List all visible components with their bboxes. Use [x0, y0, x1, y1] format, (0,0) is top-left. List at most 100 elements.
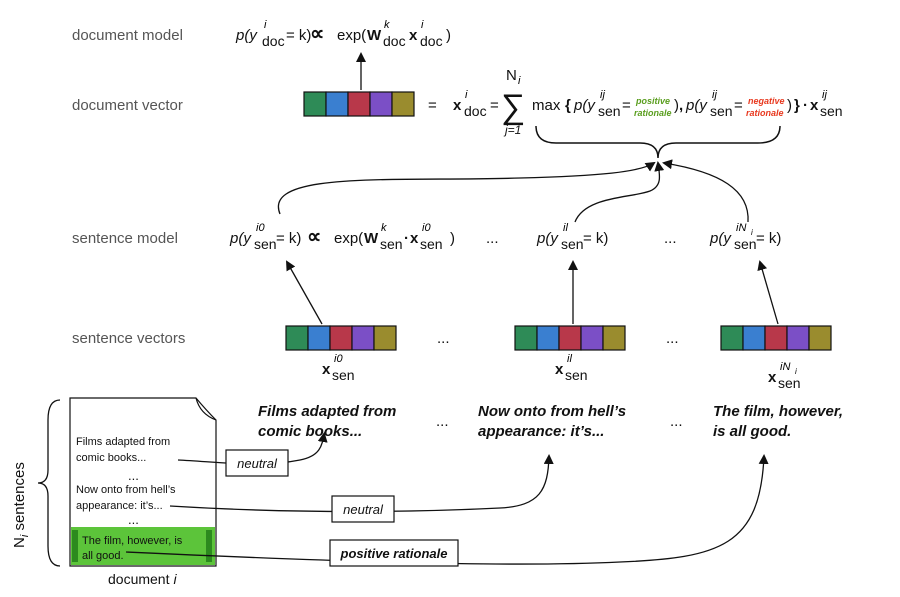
svg-text:sen: sen [565, 367, 588, 383]
sentence-vector-l-cell-2 [558, 325, 582, 351]
negative-label: negative [748, 96, 785, 106]
document-vector-cell-1 [325, 91, 349, 117]
sentence-vector-N-cell-4 [808, 325, 832, 351]
document-text-c: The film, however, is all good. [82, 535, 185, 562]
negative-rationale-label: rationale [746, 108, 784, 118]
svg-text:doc: doc [383, 33, 406, 49]
sentence-vector-l-cell-1 [536, 325, 560, 351]
svg-text:p(y: p(y [235, 27, 258, 44]
label-document-vector: document vector [72, 97, 183, 114]
svg-text:sen: sen [380, 236, 403, 252]
svg-text:W: W [364, 230, 379, 247]
sentence-vector-N-cell-0 [720, 325, 744, 351]
svg-text:sen: sen [420, 236, 443, 252]
svg-text:,: , [679, 97, 683, 114]
svg-text:k: k [384, 19, 390, 31]
tag-neutral-2: neutral [331, 495, 395, 523]
svg-text:iN: iN [780, 361, 790, 373]
svg-text:sen: sen [820, 103, 843, 119]
svg-text:positive rationale: positive rationale [340, 546, 448, 561]
svg-text:sen: sen [598, 103, 621, 119]
svg-text:i: i [795, 367, 797, 376]
label-sentence-vectors: sentence vectors [72, 330, 185, 347]
svg-text:{: { [565, 97, 571, 114]
svg-text:i: i [421, 19, 424, 31]
ellipsis-model-2: ... [664, 230, 677, 247]
svg-text:i0: i0 [256, 222, 265, 234]
sentence-vector-0-cell-2 [329, 325, 353, 351]
sentence-text-2: Now onto from hell’s appearance: it’s... [478, 403, 630, 440]
svg-text:neutral: neutral [237, 456, 278, 471]
svg-text:ij: ij [712, 89, 717, 101]
svg-text:i: i [465, 89, 468, 101]
document-page: Films adapted from comic books... ... No… [69, 397, 217, 567]
vector-label-N: x iN i sen [768, 361, 801, 391]
svg-text:): ) [446, 27, 451, 44]
sentence-vector-0-cell-0 [285, 325, 309, 351]
svg-text:sen: sen [254, 236, 277, 252]
svg-text:x: x [453, 97, 462, 114]
svg-text:): ) [450, 230, 455, 247]
sentence-text-3: The film, however, is all good. [713, 403, 847, 440]
svg-text:doc: doc [420, 33, 443, 49]
document-vector-cell-3 [369, 91, 393, 117]
svg-text:neutral: neutral [343, 502, 384, 517]
svg-text:x: x [409, 27, 418, 44]
side-label-n-sentences: Ni sentences [11, 462, 31, 548]
svg-text:∝: ∝ [307, 226, 321, 248]
svg-text:p(y: p(y [709, 230, 732, 247]
svg-text:x: x [410, 230, 419, 247]
svg-text:p(y: p(y [573, 97, 596, 114]
tag-positive-rationale: positive rationale [329, 539, 459, 567]
sentence-vector-N-cell-3 [786, 325, 810, 351]
svg-text:k: k [381, 222, 387, 234]
positive-label: positive [635, 96, 670, 106]
svg-text:=: = [490, 97, 499, 114]
document-text-b: Now onto from hell’s appearance: it’s... [76, 484, 179, 512]
sentence-model-formula-0: p(y i0 sen = k) ∝ exp( W k sen · x i0 se… [229, 222, 455, 252]
label-document-model: document model [72, 27, 183, 44]
svg-text:doc: doc [262, 33, 285, 49]
sentence-text-1: Films adapted from comic books... [258, 403, 401, 440]
connector-neutral-2 [169, 454, 554, 513]
svg-text:x: x [768, 369, 777, 386]
svg-text:= k): = k) [756, 230, 781, 247]
ellipsis-vector-1: ... [437, 330, 450, 347]
svg-text:il: il [567, 353, 572, 365]
svg-text:i0: i0 [334, 353, 343, 365]
sentences-brace [37, 399, 61, 567]
document-vector-cell-0 [303, 91, 327, 117]
sentence-model-formula-N: p(y iN i sen = k) [709, 222, 781, 252]
svg-text:·: · [404, 230, 409, 247]
connector-neutral-1 [177, 432, 328, 465]
svg-text:iN: iN [736, 222, 746, 234]
doc-ellipsis-1: ... [128, 468, 139, 483]
svg-text:}: } [794, 97, 800, 114]
svg-text:max: max [532, 97, 561, 114]
svg-text:sen: sen [734, 236, 757, 252]
vector-label-0: x i0 sen [322, 353, 355, 383]
document-vector-cell-2 [347, 91, 371, 117]
arrow-vecN-to-modelN [757, 260, 779, 325]
sentence-vector-l-cell-4 [602, 325, 626, 351]
tag-neutral-1: neutral [225, 449, 289, 477]
sentence-vector-0-cell-4 [373, 325, 397, 351]
sum-brace [535, 125, 781, 159]
sentence-vector-0-cell-1 [307, 325, 331, 351]
svg-text:j=1: j=1 [503, 123, 521, 137]
ellipsis-sentence-1: ... [436, 413, 449, 430]
svg-text:=: = [428, 97, 437, 114]
svg-text:exp(: exp( [337, 27, 366, 44]
svg-text:= k): = k) [276, 230, 301, 247]
ellipsis-model-1: ... [486, 230, 499, 247]
label-sentence-model: sentence model [72, 230, 178, 247]
sentence-vector-l [514, 325, 626, 351]
svg-text:doc: doc [464, 103, 487, 119]
document-model-formula: p(y i doc = k) ∝ exp( W k doc x i doc ) [235, 19, 451, 49]
svg-text:sen: sen [778, 375, 801, 391]
svg-text:∝: ∝ [310, 23, 324, 45]
arrow-model-0-to-brace [277, 161, 656, 215]
svg-text:i0: i0 [422, 222, 431, 234]
